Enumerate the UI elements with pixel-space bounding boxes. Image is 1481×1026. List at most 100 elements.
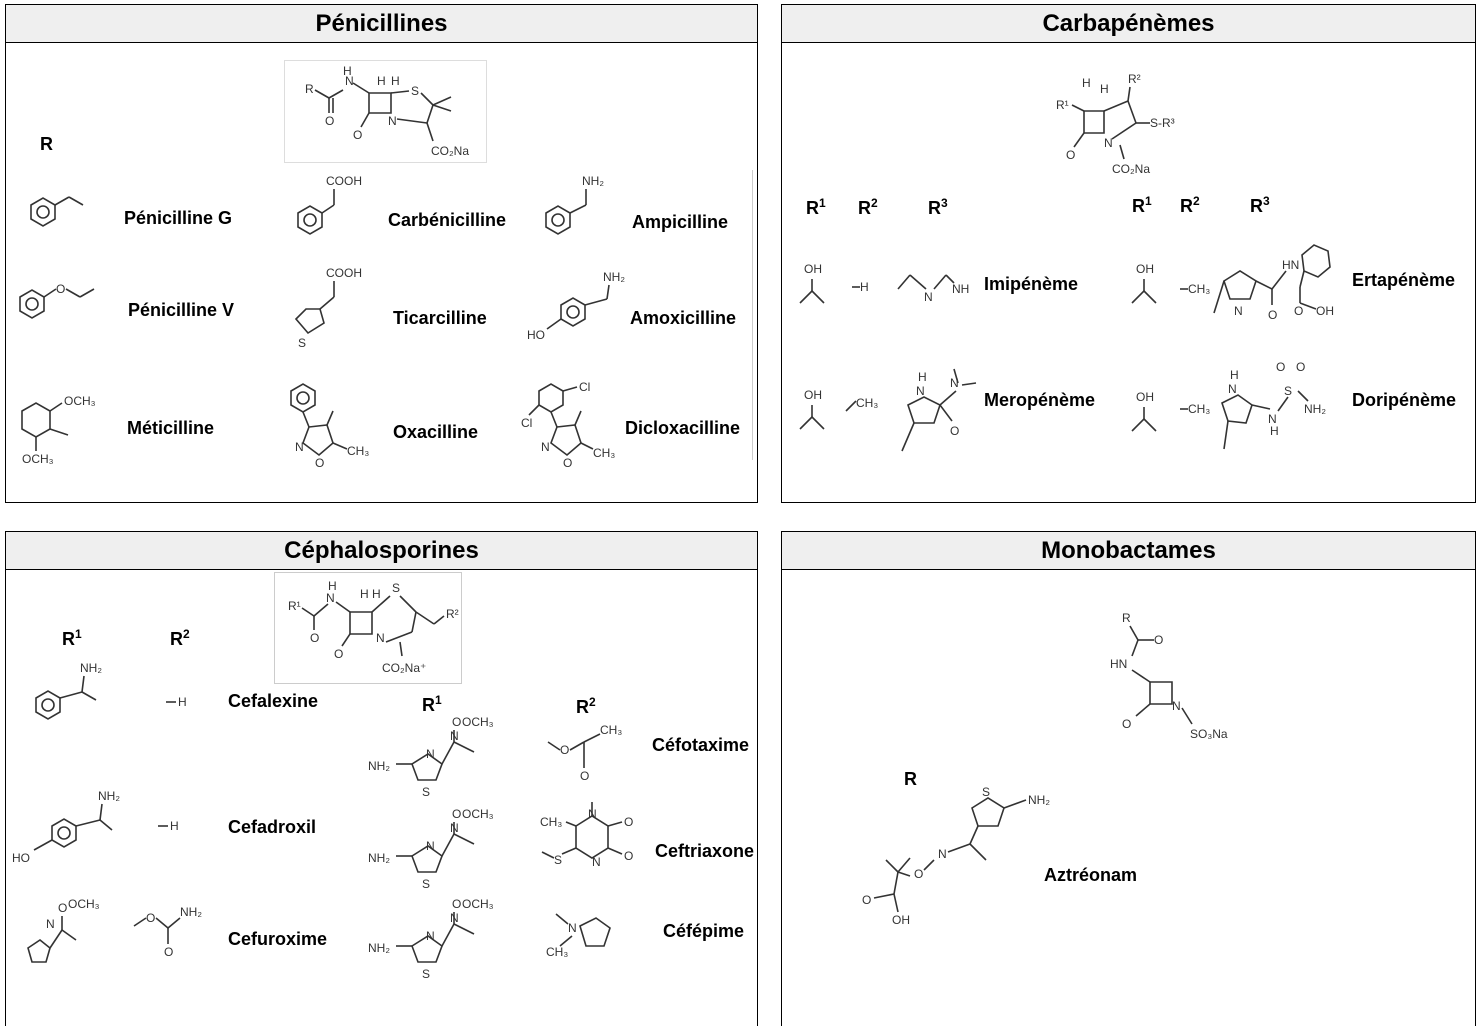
svg-text:NH₂: NH₂: [368, 759, 390, 773]
carbapenem-header-r1-right: R1: [1132, 194, 1152, 216]
svg-text:NH₂: NH₂: [180, 905, 202, 919]
svg-text:CO₂Na: CO₂Na: [1112, 162, 1150, 176]
svg-text:OH: OH: [1136, 390, 1154, 404]
svg-text:N: N: [450, 729, 459, 743]
svg-text:S: S: [422, 785, 430, 799]
carbapenemes-panel: Carbapénèmes R¹ H H R² N S-R³ O CO₂Na R1…: [781, 4, 1476, 503]
svg-text:O: O: [580, 769, 589, 783]
carbenicillin-r-group: COOH: [297, 174, 362, 235]
ceftriaxone-r1-group: OCH₃ O N N S NH₂: [368, 807, 494, 891]
imipenem-r2-group: H: [852, 280, 869, 294]
svg-text:COOH: COOH: [326, 266, 362, 280]
penicillin-r-header: R: [40, 134, 53, 154]
carbapenem-header-r2-right: R2: [1180, 194, 1200, 216]
cefuroxime-r1-group: O OCH₃ N: [27, 897, 100, 963]
svg-text:N: N: [1172, 699, 1181, 713]
drug-label-carbenicilline: Carbénicilline: [388, 210, 507, 230]
svg-text:S: S: [411, 84, 419, 98]
drug-label-ertapeneme: Ertapénème: [1352, 270, 1456, 290]
svg-text:Cl: Cl: [579, 380, 590, 394]
cefotaxime-r1-group: OCH₃ O N N S NH₂: [368, 715, 494, 799]
svg-text:S: S: [1284, 384, 1292, 398]
ampicillin-r-group: NH₂: [545, 174, 604, 235]
doripenem-r2-group: CH₃: [1180, 402, 1210, 416]
dicloxacillin-r-group: Cl Cl N O CH₃: [521, 380, 615, 470]
svg-text:O: O: [1122, 717, 1131, 731]
svg-text:R¹: R¹: [1056, 98, 1069, 112]
svg-text:R: R: [305, 82, 314, 96]
svg-text:S: S: [982, 785, 990, 799]
meropenem-r2-group: CH₃: [845, 396, 878, 412]
svg-text:H: H: [372, 587, 381, 601]
cephalosporin-core-structure: R¹ O H N H H S N R² O CO₂Na⁺: [288, 579, 459, 675]
svg-text:S: S: [298, 336, 306, 350]
carbapenem-core-structure: R¹ H H R² N S-R³ O CO₂Na: [1056, 72, 1175, 176]
svg-text:CH₃: CH₃: [540, 815, 562, 829]
svg-text:OCH₃: OCH₃: [22, 452, 54, 466]
svg-text:O: O: [1268, 308, 1277, 322]
svg-text:H: H: [860, 280, 869, 294]
svg-text:H: H: [343, 64, 352, 78]
svg-text:O: O: [310, 631, 319, 645]
svg-text:R²: R²: [446, 607, 459, 621]
svg-text:R²: R²: [1128, 72, 1141, 86]
drug-label-doripeneme: Doripénème: [1352, 390, 1457, 410]
svg-text:N: N: [541, 440, 550, 454]
svg-text:NH₂: NH₂: [98, 789, 120, 803]
svg-text:O: O: [1294, 304, 1303, 318]
svg-text:S: S: [392, 581, 400, 595]
svg-text:H: H: [918, 370, 927, 384]
svg-text:N: N: [1228, 382, 1237, 396]
svg-text:O: O: [146, 911, 155, 925]
doripenem-r1-group: OH: [1131, 390, 1157, 432]
carbapenemes-title: Carbapénèmes: [782, 5, 1475, 43]
svg-text:N: N: [426, 839, 435, 853]
svg-text:O: O: [1296, 360, 1305, 374]
svg-text:NH₂: NH₂: [80, 661, 102, 675]
svg-text:CH₃: CH₃: [600, 723, 622, 737]
svg-text:O: O: [325, 114, 334, 128]
svg-text:CH₃: CH₃: [1188, 282, 1210, 296]
penicillines-panel: Pénicillines R O N H H H S N O CO₂Na R P…: [5, 4, 758, 503]
svg-text:CH₃: CH₃: [347, 444, 369, 458]
svg-text:O: O: [315, 456, 324, 470]
svg-text:NH₂: NH₂: [1304, 402, 1326, 416]
svg-text:OH: OH: [804, 262, 822, 276]
drug-label-ticarcilline: Ticarcilline: [393, 308, 487, 328]
svg-text:N: N: [1268, 412, 1277, 426]
svg-text:HO: HO: [527, 328, 545, 342]
svg-text:O: O: [563, 456, 572, 470]
svg-text:O: O: [1154, 633, 1163, 647]
svg-text:H: H: [178, 695, 187, 709]
svg-text:O: O: [914, 867, 923, 881]
svg-text:H: H: [1082, 76, 1091, 90]
svg-text:H: H: [170, 819, 179, 833]
svg-text:OH: OH: [892, 913, 910, 927]
drug-label-ceftriaxone: Ceftriaxone: [655, 841, 755, 861]
svg-text:N: N: [345, 74, 354, 88]
drug-label-oxacilline: Oxacilline: [393, 422, 479, 442]
oxacillin-r-group: N O CH₃: [290, 383, 369, 470]
svg-text:NH₂: NH₂: [368, 941, 390, 955]
drug-label-cefadroxil: Cefadroxil: [228, 817, 317, 837]
monobactames-panel: Monobactames R O HN N SO₃Na O R S NH₂ N …: [781, 531, 1476, 1026]
svg-text:R: R: [1122, 611, 1131, 625]
svg-text:N: N: [1234, 304, 1243, 318]
svg-text:O: O: [452, 807, 461, 821]
svg-text:S-R³: S-R³: [1150, 116, 1175, 130]
svg-text:H: H: [1270, 424, 1279, 438]
svg-text:CH₃: CH₃: [546, 945, 568, 959]
ceftriaxone-r2-group: CH₃ N O O N S: [540, 802, 633, 869]
svg-text:N: N: [1104, 136, 1113, 150]
svg-text:OCH₃: OCH₃: [462, 715, 494, 729]
svg-text:H: H: [391, 74, 400, 88]
cefadroxil-r2-group: H: [158, 819, 179, 833]
svg-text:O: O: [560, 743, 569, 757]
monobactam-r-header: R: [904, 769, 917, 789]
cefotaxime-r2-group: O O CH₃: [547, 723, 622, 783]
cephalosporin-core-frame: [274, 572, 462, 684]
svg-text:HN: HN: [1110, 657, 1127, 671]
drug-label-meropeneme: Meropénème: [984, 390, 1096, 410]
svg-text:S: S: [422, 967, 430, 981]
cefadroxil-r1-group: NH₂ HO: [12, 789, 120, 865]
